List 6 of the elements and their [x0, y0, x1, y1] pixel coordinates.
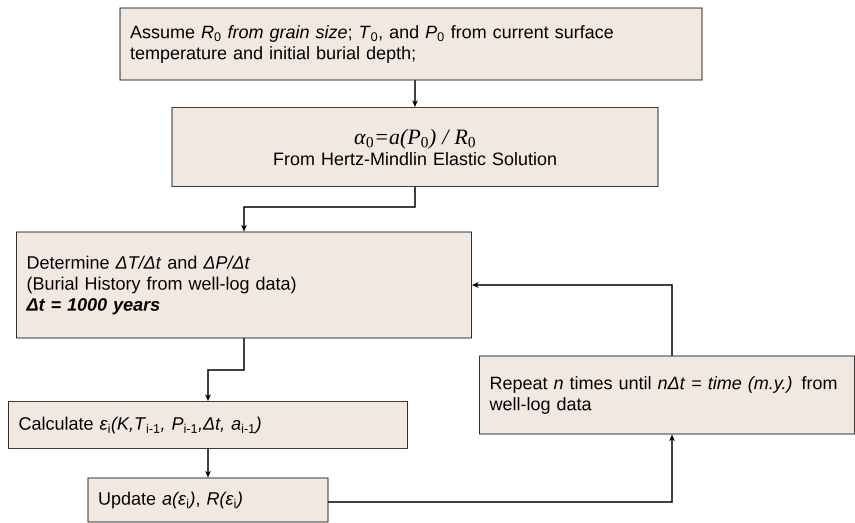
process-box: Update a(ε$_{i}$), R(ε$_{i}$) — [88, 478, 328, 522]
process-box: α$_{0}$=a(P$_{0}$) / R$_{0}$ From Hertz-Mindlin Elastic Solution — [172, 107, 658, 187]
process-box: Repeat n times until nΔt = time (m.y.) from well-log data — [479, 356, 855, 434]
process-box: Calculate ε$_{i}$(K,T$_{i-1}$, P$_{i-1}$,Δt, a$_{i-1}$) — [8, 401, 408, 449]
process-box: Assume R$_{0}$ from grain size; T$_{0}$, and P$_{0}$ from current surface temperature and initial burial depth; — [120, 8, 702, 80]
process-box: Determine ΔT/Δt and ΔP/Δt (Burial History from well-log data) Δt = 1000 years — [16, 232, 472, 338]
